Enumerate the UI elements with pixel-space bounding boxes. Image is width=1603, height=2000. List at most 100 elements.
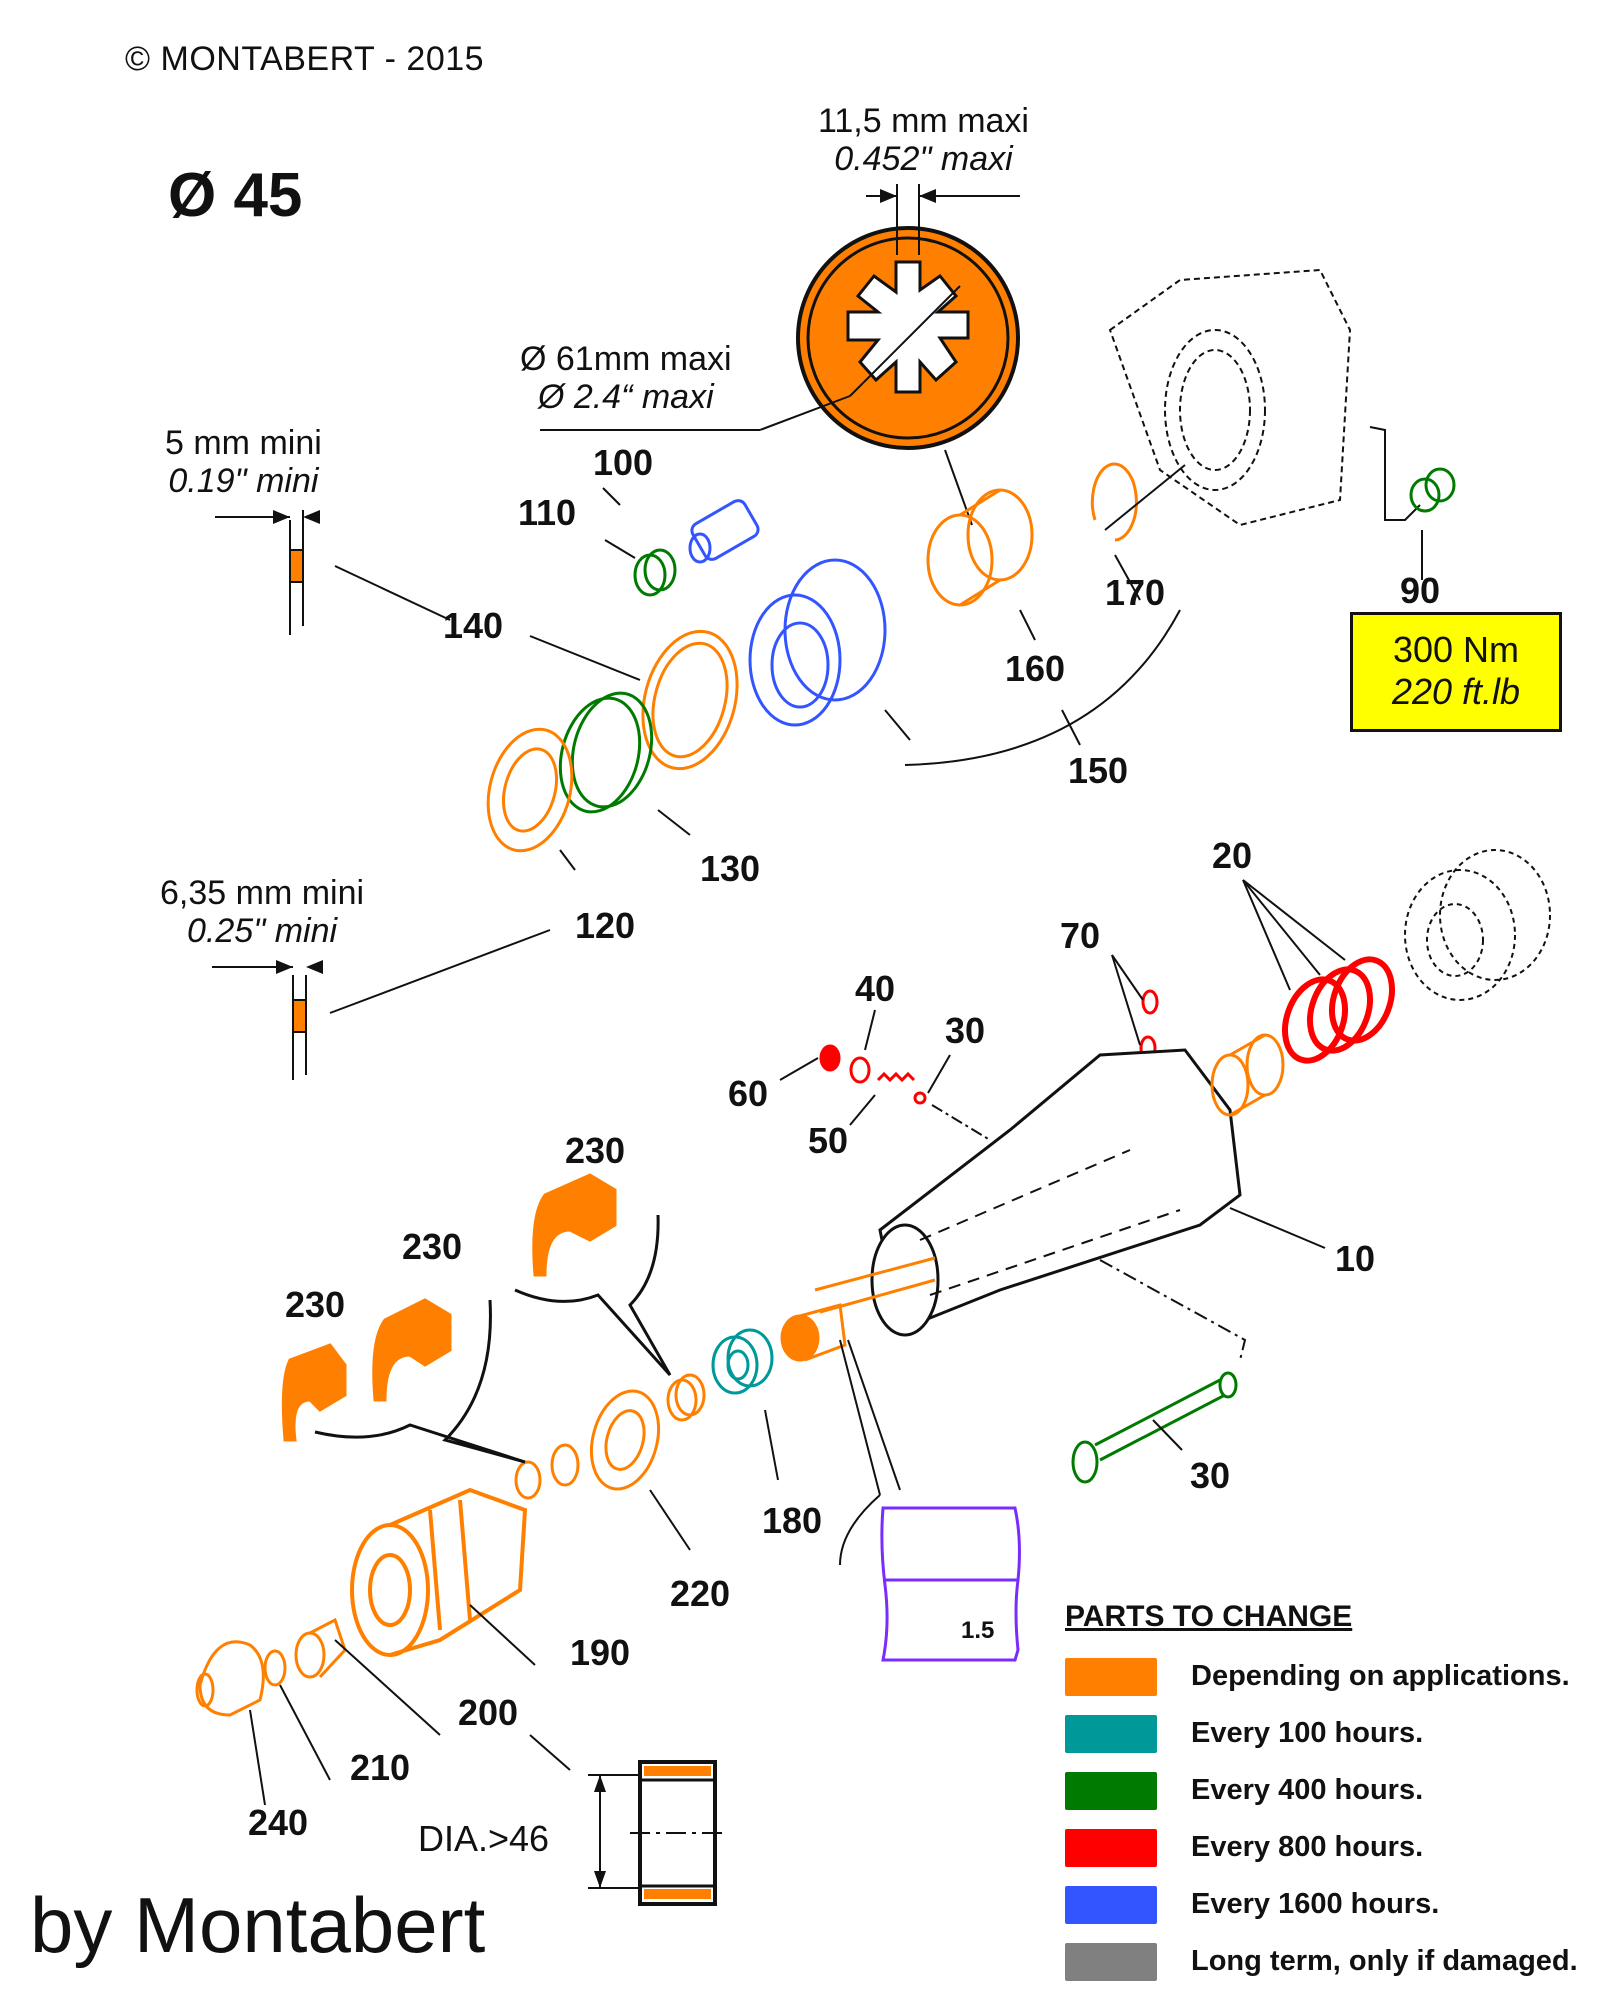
part-240-cap — [195, 1640, 265, 1717]
part-label-150: 150 — [1068, 750, 1129, 791]
legend-item: Every 1600 hours. — [1065, 1876, 1578, 1933]
part-100-pinion — [688, 499, 760, 564]
washer-120-dimension: 6,35 mm mini 0.25" mini — [160, 874, 364, 950]
bush-cross-section — [588, 1760, 725, 1906]
legend-swatch-green — [1065, 1771, 1157, 1810]
legend-item: Every 100 hours. — [1065, 1705, 1578, 1762]
part-label-20: 20 — [1212, 835, 1253, 876]
callout-lines-lower — [249, 1339, 901, 1806]
part-30-bolt — [1071, 1371, 1238, 1484]
washer-120-imperial: 0.25" mini — [187, 912, 338, 950]
housing-outline — [1108, 268, 1352, 527]
part-140-washer — [641, 629, 739, 771]
signature: by Montabert — [30, 1881, 486, 1969]
gauge-1-5 — [880, 1506, 1021, 1662]
part-180-seal — [711, 1328, 774, 1395]
model-diameter-title: Ø 45 — [168, 161, 303, 230]
torque-spec-box: 300 Nm 220 ft.lb — [1350, 612, 1562, 732]
callout-10 — [1099, 1207, 1326, 1361]
part-label-90: 90 — [1400, 570, 1441, 611]
legend-title: PARTS TO CHANGE — [1065, 1600, 1353, 1633]
bush-diameter-label: DIA.>46 — [418, 1818, 550, 1859]
callout-bubbles-230 — [314, 1214, 672, 1464]
legend-label: Long term, only if damaged. — [1191, 1945, 1578, 1977]
part-220-thrust-bearing — [589, 1389, 661, 1491]
part-label-170: 170 — [1105, 572, 1166, 613]
parts-30-60-valve — [819, 1044, 927, 1105]
gauge-value: 1.5 — [961, 1617, 995, 1644]
part-small-ring — [666, 1373, 706, 1422]
spline-diameter-metric: Ø 61mm maxi — [520, 340, 732, 378]
washer-140-gauge — [215, 510, 641, 681]
legend-label: Every 400 hours. — [1191, 1774, 1424, 1806]
callout-30-lower — [1152, 1419, 1183, 1451]
part-label-70: 70 — [1060, 915, 1101, 956]
part-label-130: 130 — [700, 848, 761, 889]
legend-label: Every 800 hours. — [1191, 1831, 1424, 1863]
part-10-body — [870, 1048, 1242, 1337]
callout-20 — [1242, 879, 1346, 991]
legend-swatch-blue — [1065, 1885, 1157, 1924]
parts-legend: PARTS TO CHANGE Depending on application… — [1065, 1600, 1578, 1990]
part-200-bush — [294, 1617, 347, 1679]
part-160-spline-sleeve — [926, 488, 1034, 607]
part-label-190: 190 — [570, 1632, 631, 1673]
part-label-230-middle: 230 — [402, 1226, 463, 1267]
part-label-230-top: 230 — [565, 1130, 626, 1171]
part-90-plug — [1409, 467, 1456, 513]
legend-swatch-teal — [1065, 1714, 1157, 1753]
part-label-50: 50 — [808, 1120, 849, 1161]
part-label-240: 240 — [248, 1802, 309, 1843]
part-label-30-valve: 30 — [945, 1010, 986, 1051]
legend-item: Every 800 hours. — [1065, 1819, 1578, 1876]
torque-metric: 300 Nm — [1392, 629, 1520, 670]
part-label-120: 120 — [575, 905, 636, 946]
part-170-circlip — [1090, 462, 1138, 542]
spline-diameter-imperial: Ø 2.4“ maxi — [537, 378, 714, 416]
callout-lines-upper — [559, 426, 1423, 871]
part-label-210: 210 — [350, 1747, 411, 1788]
part-label-230-left: 230 — [285, 1284, 346, 1325]
washer-140-imperial: 0.19" mini — [168, 462, 319, 500]
legend-label: Every 100 hours. — [1191, 1717, 1424, 1749]
part-150-gear — [748, 558, 887, 727]
part-210-ring — [263, 1649, 287, 1687]
parts-230-jaws — [281, 1173, 617, 1442]
part-label-10: 10 — [1335, 1238, 1376, 1279]
part-190-chuck — [350, 1487, 528, 1657]
part-label-100: 100 — [593, 442, 654, 483]
part-label-40: 40 — [855, 968, 896, 1009]
part-label-60: 60 — [728, 1073, 769, 1114]
part-label-200: 200 — [458, 1692, 519, 1733]
part-20-seals — [1282, 956, 1395, 1064]
legend-item: Every 400 hours. — [1065, 1762, 1578, 1819]
torque-imperial: 220 ft.lb — [1391, 671, 1521, 712]
spline-width-imperial: 0.452" maxi — [834, 140, 1013, 178]
callout-lines-valve — [779, 1009, 991, 1141]
part-piston-shaft — [780, 1256, 936, 1362]
parts-washers-small — [514, 1443, 580, 1500]
washer-140-metric: 5 mm mini — [165, 424, 322, 462]
spline-width-metric: 11,5 mm maxi — [818, 102, 1029, 140]
part-130-needle-bearing — [558, 691, 654, 814]
gear-outline — [1404, 849, 1551, 1001]
part-label-220: 220 — [670, 1573, 731, 1614]
part-label-30-bolt: 30 — [1190, 1455, 1231, 1496]
legend-swatch-gray — [1065, 1942, 1157, 1981]
washer-140-dimension: 5 mm mini 0.19" mini — [165, 424, 322, 500]
legend-swatch-orange — [1065, 1657, 1157, 1696]
part-120-washer — [486, 727, 574, 853]
spline-diameter-dimension: Ø 61mm maxi Ø 2.4“ maxi — [520, 340, 732, 416]
part-label-140: 140 — [443, 605, 504, 646]
legend-item: Depending on applications. — [1065, 1648, 1578, 1705]
part-110-bushing — [633, 548, 677, 597]
part-70-orings — [1139, 989, 1159, 1061]
spline-width-dimension: 11,5 mm maxi 0.452" maxi — [818, 102, 1029, 178]
callout-70 — [1111, 954, 1144, 1046]
copyright-notice: © MONTABERT - 2015 — [125, 40, 485, 78]
part-label-110: 110 — [518, 492, 577, 533]
legend-swatch-red — [1065, 1828, 1157, 1867]
part-label-180: 180 — [762, 1500, 823, 1541]
part-spline-shaft — [1210, 1033, 1285, 1117]
washer-120-metric: 6,35 mm mini — [160, 874, 365, 912]
